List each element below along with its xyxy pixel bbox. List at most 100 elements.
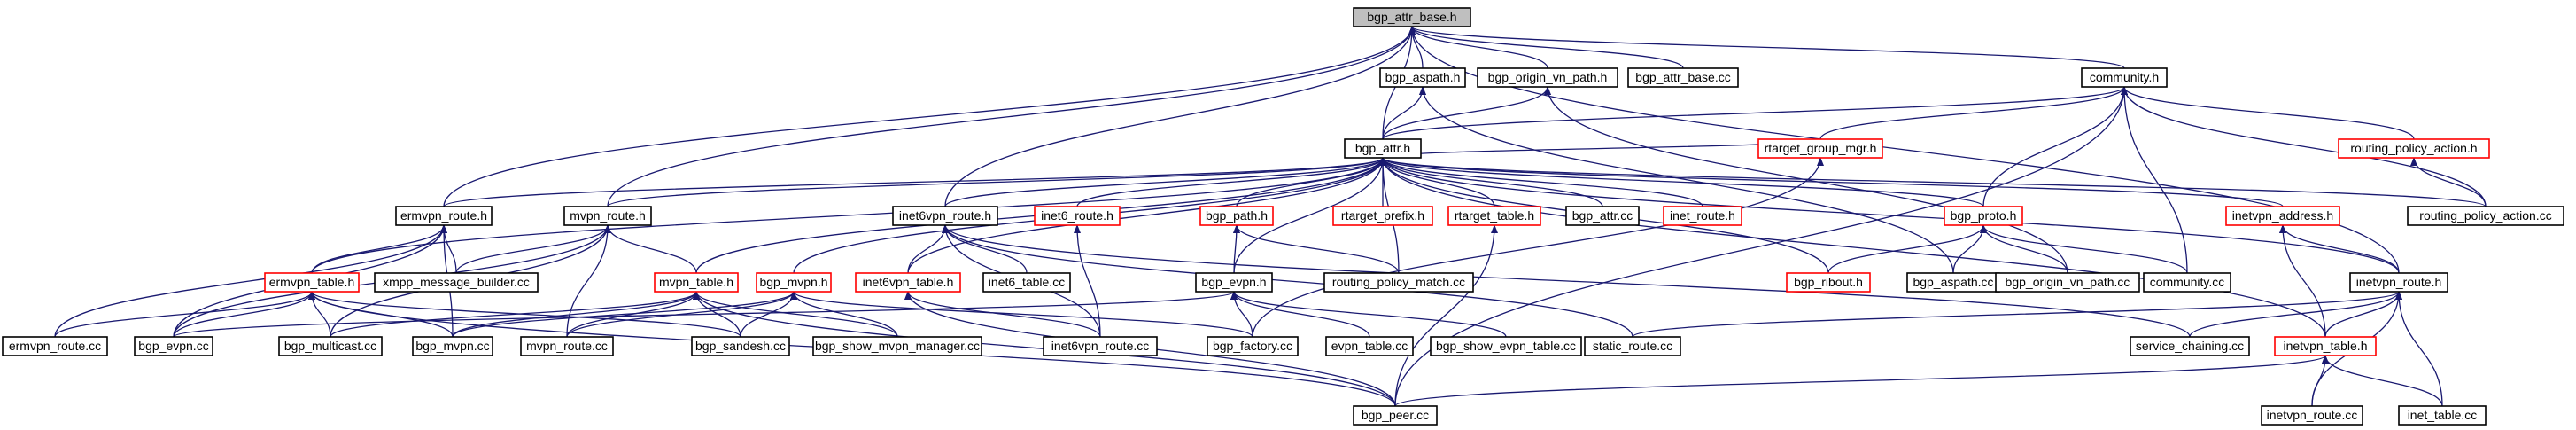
- node-label: inet6vpn_route.cc: [1051, 339, 1150, 353]
- node-label: routing_policy_match.cc: [1332, 275, 1465, 289]
- node-label: bgp_show_mvpn_manager.cc: [815, 339, 980, 353]
- node-routing-policy-action-h[interactable]: routing_policy_action.h: [2338, 138, 2490, 159]
- edge-routing-policy-match-cc-to-bgp-path-h: [1233, 224, 1400, 274]
- node-label: inetvpn_table.h: [2284, 339, 2368, 353]
- node-label: bgp_attr_base.h: [1367, 10, 1456, 24]
- edge-mvpn-table-h-to-mvpn-route-h: [604, 224, 697, 274]
- node-box: [892, 206, 998, 226]
- node-static-route-cc[interactable]: static_route.cc: [1584, 336, 1681, 356]
- node-bgp-evpn-cc[interactable]: bgp_evpn.cc: [134, 336, 213, 356]
- edge-inetvpn-route-h-to-bgp-attr-h: [1379, 157, 2400, 274]
- edge-bgp-evpn-cc-to-ermvpn-table-h: [173, 291, 315, 338]
- edge-routing-policy-action-cc-to-routing-policy-action-h: [2410, 157, 2487, 207]
- node-label: bgp_peer.cc: [1362, 408, 1429, 422]
- node-inetvpn-table-h[interactable]: inetvpn_table.h: [2274, 336, 2377, 356]
- node-bgp-ribout-h[interactable]: bgp_ribout.h: [1786, 272, 1871, 293]
- node-box: [1323, 272, 1474, 293]
- edge-mvpn-route-h-to-bgp-attr-base-h: [607, 26, 1416, 207]
- node-box: [691, 336, 790, 356]
- node-ermvpn-route-cc[interactable]: ermvpn_route.cc: [2, 336, 108, 356]
- node-mvpn-table-h[interactable]: mvpn_table.h: [654, 272, 739, 293]
- node-inet6vpn-route-cc[interactable]: inet6vpn_route.cc: [1043, 336, 1158, 356]
- edge-ermvpn-table-h-to-ermvpn-route-h: [311, 224, 447, 274]
- edge-inet6vpn-table-h-to-bgp-attr-h: [907, 157, 1386, 274]
- node-bgp-aspath-h[interactable]: bgp_aspath.h: [1379, 67, 1466, 88]
- edge-ermvpn-route-cc-to-ermvpn-table-h: [54, 291, 315, 338]
- node-box: [654, 272, 739, 293]
- node-box: [395, 206, 493, 226]
- edge-inet6vpn-route-h-to-bgp-attr-base-h: [944, 26, 1416, 207]
- node-rtarget-group-mgr-h[interactable]: rtarget_group_mgr.h: [1757, 138, 1883, 159]
- node-bgp-attr-h[interactable]: bgp_attr.h: [1344, 138, 1422, 159]
- node-bgp-sandesh-cc[interactable]: bgp_sandesh.cc: [691, 336, 790, 356]
- node-routing-policy-match-cc[interactable]: routing_policy_match.cc: [1323, 272, 1474, 293]
- node-bgp-path-h[interactable]: bgp_path.h: [1199, 206, 1274, 226]
- node-label: bgp_factory.cc: [1213, 339, 1292, 353]
- edge-inet6vpn-route-h-to-bgp-attr-h: [944, 157, 1386, 207]
- node-label: community.cc: [2150, 275, 2225, 289]
- node-bgp-aspath-cc[interactable]: bgp_aspath.cc: [1906, 272, 2000, 293]
- edge-inetvpn-route-h-to-inetvpn-address-h: [2279, 224, 2400, 274]
- node-xmpp-message-builder-cc[interactable]: xmpp_message_builder.cc: [374, 272, 539, 293]
- edge-bgp-factory-cc-to-rtarget-group-mgr-h: [1252, 157, 1824, 338]
- node-bgp-factory-cc[interactable]: bgp_factory.cc: [1207, 336, 1299, 356]
- node-inetvpn-address-h[interactable]: inetvpn_address.h: [2225, 206, 2340, 226]
- node-inetvpn-route-cc[interactable]: inetvpn_route.cc: [2261, 405, 2363, 426]
- node-bgp-mvpn-h[interactable]: bgp_mvpn.h: [756, 272, 832, 293]
- edge-mvpn-route-h-to-bgp-attr-h: [607, 157, 1386, 207]
- node-label: routing_policy_action.h: [2350, 141, 2477, 155]
- node-label: inetvpn_route.cc: [2267, 408, 2358, 422]
- node-mvpn-route-cc[interactable]: mvpn_route.cc: [520, 336, 614, 356]
- edge-inetvpn-table-h-to-inetvpn-route-h: [2324, 291, 2402, 338]
- node-inet-table-cc[interactable]: inet_table.cc: [2398, 405, 2487, 426]
- node-bgp-attr-cc[interactable]: bgp_attr.cc: [1565, 206, 1640, 226]
- node-bgp-origin-vn-path-cc[interactable]: bgp_origin_vn_path.cc: [1995, 272, 2140, 293]
- edge-routing-policy-action-cc-to-community-h: [2121, 86, 2487, 207]
- node-box: [812, 336, 982, 356]
- node-ermvpn-table-h[interactable]: ermvpn_table.h: [264, 272, 360, 293]
- node-box: [1195, 272, 1273, 293]
- node-box: [134, 336, 213, 356]
- node-bgp-proto-h[interactable]: bgp_proto.h: [1944, 206, 2023, 226]
- node-bgp-peer-cc[interactable]: bgp_peer.cc: [1353, 405, 1438, 426]
- node-ermvpn-route-h[interactable]: ermvpn_route.h: [395, 206, 493, 226]
- node-community-h[interactable]: community.h: [2081, 67, 2168, 88]
- node-bgp-evpn-h[interactable]: bgp_evpn.h: [1195, 272, 1273, 293]
- edge-bgp-origin-vn-path-h-to-bgp-attr-base-h: [1408, 26, 1548, 69]
- node-box: [1332, 206, 1433, 226]
- node-inet6-table-cc[interactable]: inet6_table.cc: [982, 272, 1071, 293]
- node-inetvpn-route-h[interactable]: inetvpn_route.h: [2349, 272, 2448, 293]
- node-bgp-show-mvpn-manager-cc[interactable]: bgp_show_mvpn_manager.cc: [812, 336, 982, 356]
- node-label: inetvpn_route.h: [2356, 275, 2442, 289]
- node-bgp-attr-base-cc[interactable]: bgp_attr_base.cc: [1627, 67, 1739, 88]
- node-bgp-show-evpn-table-cc[interactable]: bgp_show_evpn_table.cc: [1430, 336, 1582, 356]
- node-inet-route-h[interactable]: inet_route.h: [1663, 206, 1742, 226]
- node-inet6-route-h[interactable]: inet6_route.h: [1034, 206, 1121, 226]
- edge-routing-policy-action-cc-to-bgp-attr-h: [1379, 157, 2487, 207]
- node-inet6vpn-route-h[interactable]: inet6vpn_route.h: [892, 206, 998, 226]
- edge-ermvpn-table-h-to-bgp-attr-h: [311, 157, 1386, 274]
- node-label: bgp_mvpn.cc: [415, 339, 489, 353]
- node-box: [2261, 405, 2363, 426]
- node-label: bgp_aspath.cc: [1913, 275, 1993, 289]
- node-label: inet6_route.h: [1041, 208, 1113, 223]
- node-label: inet6vpn_route.h: [899, 208, 991, 223]
- node-mvpn-route-h[interactable]: mvpn_route.h: [563, 206, 652, 226]
- node-bgp-origin-vn-path-h[interactable]: bgp_origin_vn_path.h: [1477, 67, 1618, 88]
- node-community-cc[interactable]: community.cc: [2143, 272, 2231, 293]
- node-label: bgp_attr_base.cc: [1635, 70, 1730, 84]
- node-routing-policy-action-cc[interactable]: routing_policy_action.cc: [2407, 206, 2564, 226]
- node-rtarget-table-h[interactable]: rtarget_table.h: [1447, 206, 1541, 226]
- node-label: bgp_evpn.h: [1201, 275, 1266, 289]
- node-bgp-mvpn-cc[interactable]: bgp_mvpn.cc: [412, 336, 493, 356]
- node-evpn-table-cc[interactable]: evpn_table.cc: [1325, 336, 1414, 356]
- node-bgp-multicast-cc[interactable]: bgp_multicast.cc: [278, 336, 383, 356]
- node-label: inet6_table.cc: [989, 275, 1065, 289]
- file-nodes: bgp_attr_base.h bgp_aspath.h bgp_origin_vn…: [2, 7, 2564, 426]
- edge-bgp-peer-cc-to-rtarget-table-h: [1394, 224, 1498, 407]
- node-box: [2338, 138, 2490, 159]
- node-service-chaining-cc[interactable]: service_chaining.cc: [2130, 336, 2250, 356]
- node-inet6vpn-table-h[interactable]: inet6vpn_table.h: [855, 272, 961, 293]
- node-rtarget-prefix-h[interactable]: rtarget_prefix.h: [1332, 206, 1433, 226]
- node-bgp-attr-base-h[interactable]: bgp_attr_base.h: [1353, 7, 1471, 27]
